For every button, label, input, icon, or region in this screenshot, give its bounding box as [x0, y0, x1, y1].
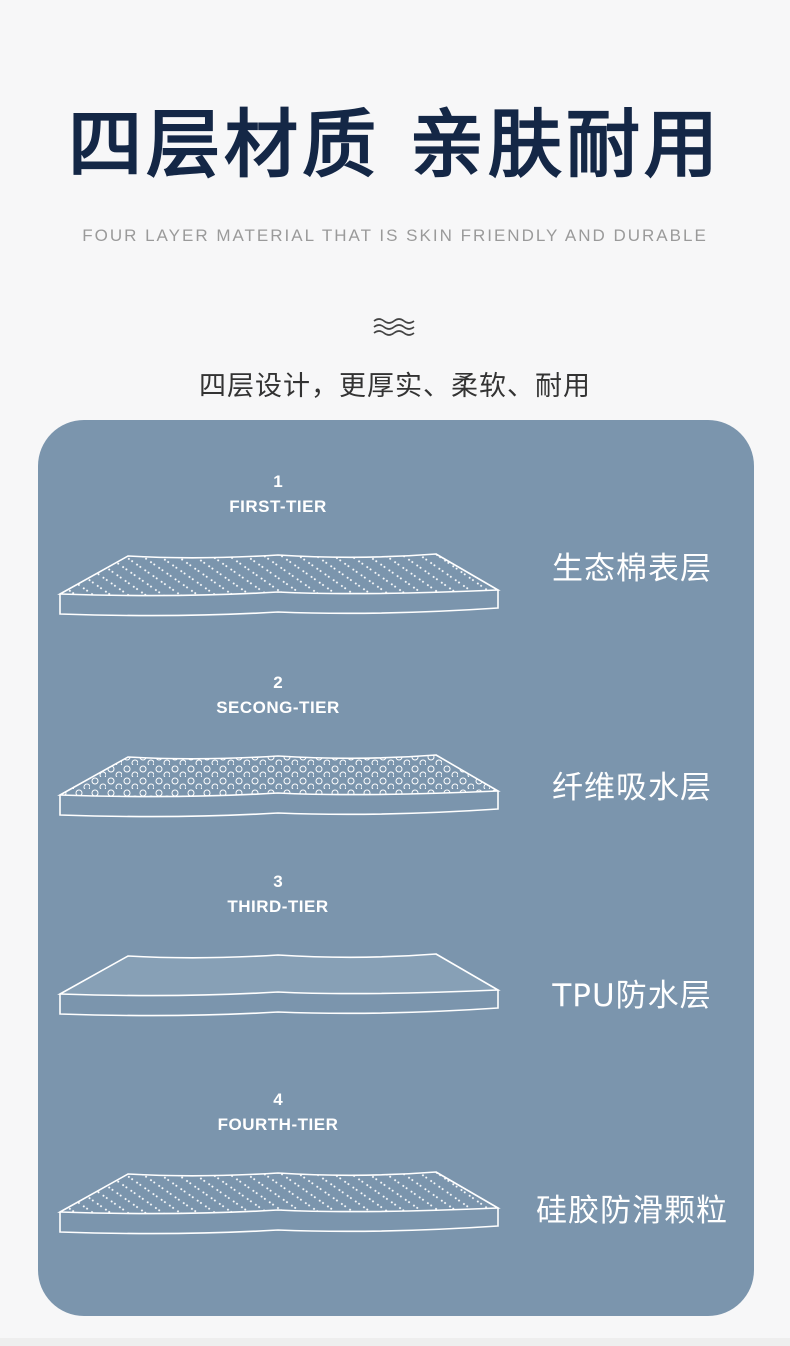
page-title: 四层材质 亲肤耐用: [68, 102, 722, 188]
tier-4-name: FOURTH-TIER: [217, 1115, 339, 1134]
tier-1-label: 生态棉表层: [552, 551, 712, 587]
tier-2-label: 纤维吸水层: [552, 770, 712, 806]
english-subtitle: FOUR LAYER MATERIAL THAT IS SKIN FRIENDL…: [82, 226, 708, 245]
tier-4-number: 4: [273, 1090, 283, 1109]
footer-divider: [0, 1338, 790, 1346]
tier-3-name: THIRD-TIER: [227, 897, 329, 916]
tier-4-layer-illustration: [57, 1171, 501, 1235]
tier-1-name: FIRST-TIER: [229, 497, 327, 516]
tier-2-number: 2: [273, 673, 283, 692]
tier-2-layer-illustration: [57, 754, 501, 818]
tagline: 四层设计，更厚实、柔软、耐用: [199, 371, 591, 402]
wave-icon: [373, 318, 415, 336]
tier-1-layer-illustration: [57, 553, 501, 617]
tier-1-number: 1: [273, 472, 283, 491]
tier-3-label: TPU防水层: [552, 978, 712, 1014]
tier-3-number: 3: [273, 872, 283, 891]
tier-4-label: 硅胶防滑颗粒: [536, 1193, 728, 1229]
tier-3-layer-illustration: [57, 953, 501, 1017]
tier-2-name: SECONG-TIER: [216, 698, 340, 717]
